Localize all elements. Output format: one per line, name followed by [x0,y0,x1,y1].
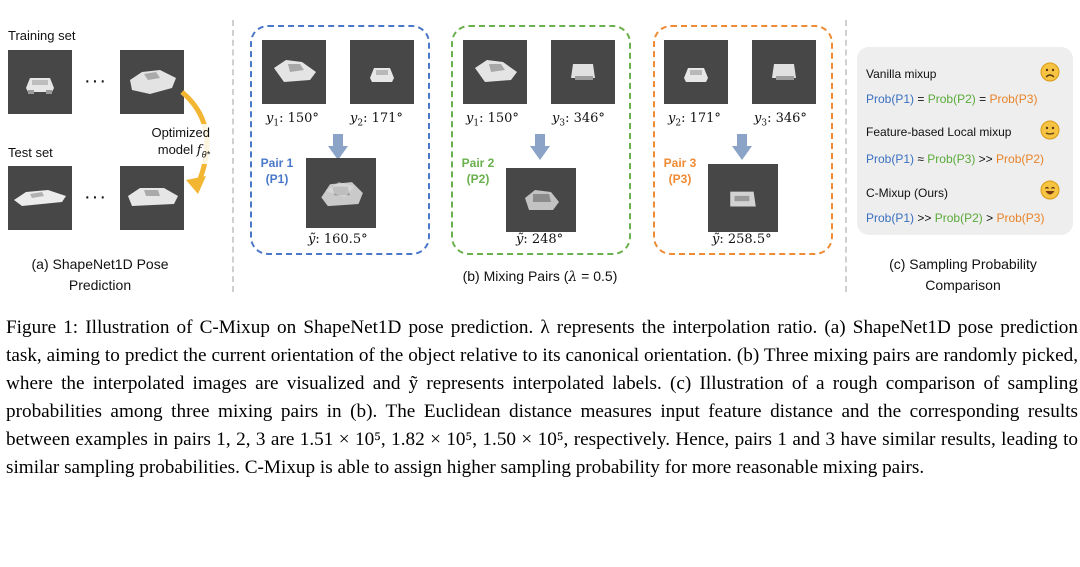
pair-1-right-label: y2: 171° [350,111,403,129]
model-label-line2: model [157,142,194,157]
pair-2-result-label: ỹ: 248° [516,232,564,247]
pair-1-mixed-image [306,158,376,228]
pair-3-right-label: y3: 346° [754,111,807,129]
test-ellipsis: ··· [84,186,107,208]
pair-3-mixed-image [708,164,778,232]
panel-c-caption-line2: Comparison [925,277,1001,293]
pair-1-right-image [350,40,414,104]
test-image-2 [120,166,184,230]
probability-panel [857,47,1073,235]
vanilla-mixup-title: Vanilla mixup [866,67,937,81]
c-mixup-title: C-Mixup (Ours) [866,186,949,200]
panel-a-caption: (a) ShapeNet1D Pose Prediction [0,254,200,296]
figure-caption: Figure 1: Illustration of C-Mixup on Sha… [6,314,1078,482]
panel-c-caption-line1: (c) Sampling Probability [889,256,1037,272]
separator-ab [232,20,234,292]
pair-1-tag: Pair 1(P1) [260,156,294,186]
local-mixup-equation: Prob(P1) ≈ Prob(P3) >> Prob(P2) [866,152,1045,166]
vanilla-mixup-equation: Prob(P1) = Prob(P2) = Prob(P3) [866,92,1038,106]
figure-caption-text: Illustration of C-Mixup on ShapeNet1D po… [6,317,1078,478]
local-mixup-title: Feature-based Local mixup [866,125,1012,139]
pair-1-left-label: y1: 150° [266,111,319,129]
pair-3-left-label: y2: 171° [668,111,721,129]
pair-2-box [451,25,631,255]
pair-2-left-label: y1: 150° [466,111,519,129]
neutral-face-icon [1040,120,1060,140]
pair-3-result-label: ỹ: 258.5° [712,232,772,247]
training-ellipsis: ··· [84,70,107,92]
pair-2-right-label: y3: 346° [552,111,605,129]
pair-3-left-image [664,40,728,104]
panel-b-caption: (b) Mixing Pairs (λ = 0.5) [462,268,618,285]
happy-face-icon [1040,180,1060,200]
model-label: Optimized model fθ* [140,124,210,164]
pair-3-tag: Pair 3(P3) [663,156,697,186]
figure-label: Figure 1: [6,317,79,338]
training-image-1 [8,50,72,114]
training-set-label: Training set [8,28,76,43]
pair-2-down-arrow-icon [530,134,550,160]
model-label-line1: Optimized [151,125,210,140]
pair-2-left-image [463,40,527,104]
pair-3-down-arrow-icon [732,134,752,160]
pair-1-down-arrow-icon [328,134,348,160]
test-image-1 [8,166,72,230]
pair-2-tag: Pair 2(P2) [461,156,495,186]
c-mixup-equation: Prob(P1) >> Prob(P2) > Prob(P3) [866,211,1045,225]
pair-3-box [653,25,833,255]
panel-a-caption-line1: (a) ShapeNet1D Pose [31,256,169,272]
test-set-label: Test set [8,145,53,160]
separator-bc [845,20,847,292]
pair-3-right-image [752,40,816,104]
pair-2-right-image [551,40,615,104]
panel-c-caption: (c) Sampling Probability Comparison [850,254,1076,296]
panel-a-caption-line2: Prediction [68,277,132,293]
model-symbol: f [196,143,202,158]
pair-1-box [250,25,430,255]
pair-2-mixed-image [506,168,576,232]
pair-1-left-image [262,40,326,104]
model-subscript: θ* [201,149,210,160]
pair-1-result-label: ỹ: 160.5° [308,232,368,247]
sad-face-icon [1040,62,1060,82]
training-image-2 [120,50,184,114]
